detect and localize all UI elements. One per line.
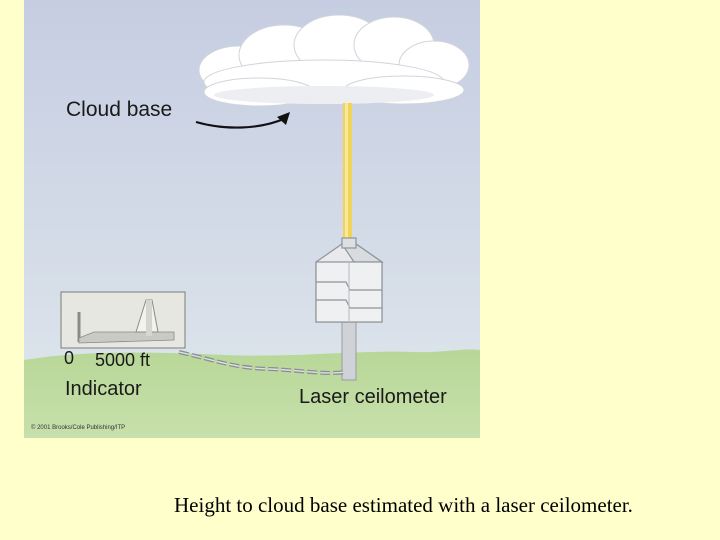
- ceilometer-housing: [315, 237, 384, 323]
- copyright-notice: © 2001 Brooks/Cole Publishing/ITP: [31, 425, 126, 431]
- ceilometer-label: Laser ceilometer: [299, 386, 447, 408]
- cloud-base-label: Cloud base: [66, 98, 173, 121]
- indicator-trace: [77, 299, 175, 344]
- ground: [24, 349, 480, 438]
- cloud-base-arrow: [195, 116, 287, 129]
- ceilometer-diagram: Cloud base 0 5000 ft Indicator Laser cei…: [24, 0, 480, 438]
- slide-caption: Height to cloud base estimated with a la…: [174, 493, 633, 517]
- arrow-head: [277, 112, 290, 125]
- indicator-title: Indicator: [65, 378, 142, 400]
- indicator-zero-label: 0: [64, 348, 75, 368]
- ceilometer-pole: [341, 317, 357, 381]
- diagram-artwork: [24, 0, 480, 438]
- cloud-shading: [214, 86, 434, 104]
- indicator-range-label: 5000 ft: [95, 350, 151, 370]
